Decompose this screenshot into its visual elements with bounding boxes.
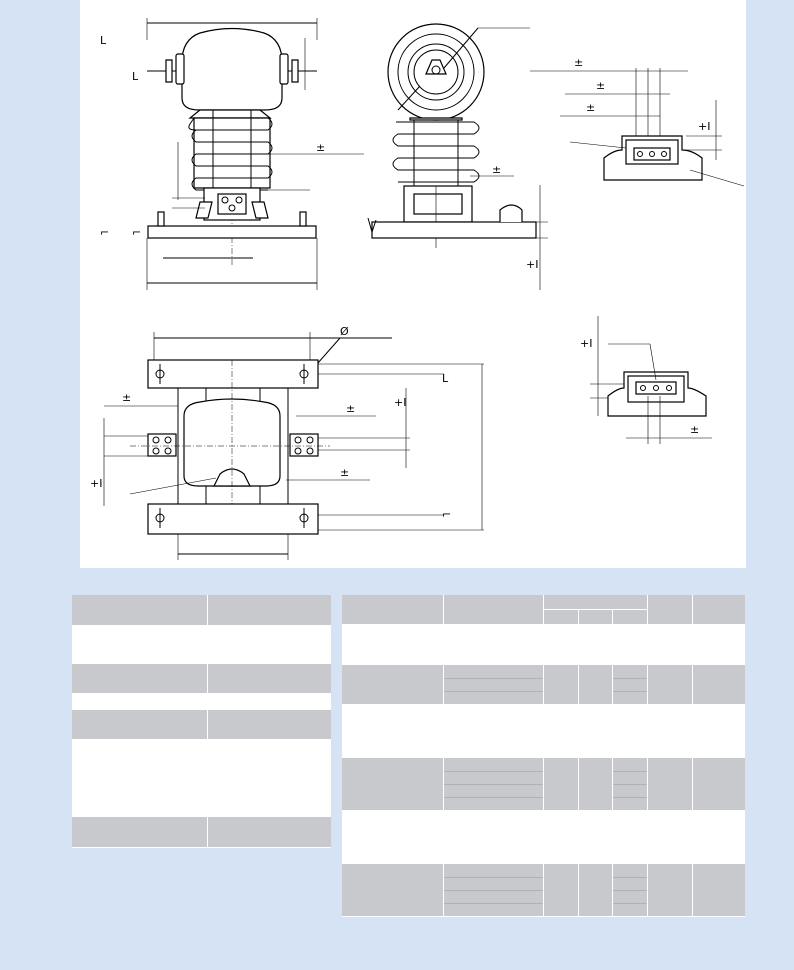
table-row <box>342 811 745 864</box>
terminal-detail-top: ± ± ± +I <box>530 56 745 187</box>
table-row <box>72 694 331 710</box>
plus-minus-i-plan-right: +I <box>394 396 406 409</box>
terminal-detail-bottom: +I ± <box>580 316 712 444</box>
table-row <box>72 740 331 817</box>
svg-text:⌐: ⌐ <box>100 226 109 239</box>
plus-minus-i-side: +I <box>526 258 538 271</box>
plus-minus-i-top: +I <box>698 120 710 133</box>
table-row <box>72 817 331 848</box>
right-spec-table <box>342 595 745 917</box>
table-row <box>342 705 745 758</box>
svg-text:⌐: ⌐ <box>132 226 141 239</box>
svg-text:±: ± <box>690 423 699 436</box>
svg-text:±: ± <box>340 466 349 479</box>
plus-minus-i-bottom: +I <box>580 337 592 350</box>
svg-text:⌐: ⌐ <box>442 508 451 521</box>
svg-text:±: ± <box>586 101 595 114</box>
table-row <box>342 758 745 811</box>
table-row <box>72 710 331 740</box>
table-row <box>72 626 331 664</box>
svg-text:±: ± <box>122 391 131 404</box>
svg-text:±: ± <box>574 56 583 69</box>
technical-drawing-panel: ± L L ⌐ ⌐ <box>80 0 746 568</box>
side-view: ± +I <box>367 23 548 290</box>
corner-mark-l2: L <box>132 70 139 83</box>
corner-mark-l1: L <box>100 34 107 47</box>
table-row <box>342 595 745 625</box>
svg-text:±: ± <box>346 402 355 415</box>
table-row <box>342 665 745 705</box>
table-row <box>72 664 331 694</box>
table-row <box>72 595 331 626</box>
table-row <box>342 625 745 665</box>
svg-text:±: ± <box>596 79 605 92</box>
front-view: ± L L ⌐ ⌐ <box>100 18 364 290</box>
plus-minus-i-plan-left: +I <box>90 477 102 490</box>
left-spec-table <box>72 595 331 848</box>
table-row <box>342 864 745 917</box>
svg-text:±: ± <box>316 141 325 154</box>
diameter-symbol: Ø <box>340 325 349 338</box>
svg-text:±: ± <box>492 163 501 176</box>
svg-text:L: L <box>442 372 449 385</box>
plan-view: Ø ± <box>90 325 484 560</box>
technical-drawing: ± L L ⌐ ⌐ <box>90 18 745 560</box>
